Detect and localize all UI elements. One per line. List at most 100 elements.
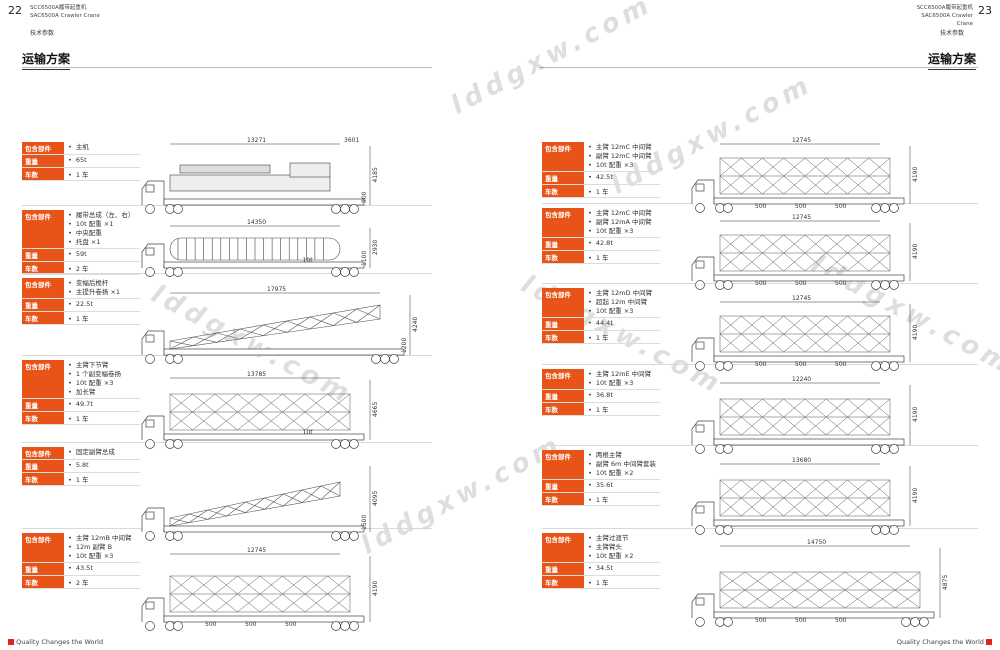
part-item: 主臂 12mE 中间臂 [588, 370, 656, 379]
watermark: lddgxw.com [446, 0, 659, 121]
spec-block-left-2: 包含部件 履带总成（左、右） 10t 配重 ×1 中央配重 托盘 ×1 重量 5… [22, 210, 140, 275]
weight-value: 44.4t [584, 318, 660, 330]
dimension-height: 4190 [912, 488, 919, 503]
vehicles-label: 车数 [22, 168, 64, 180]
vehicles-value: 2 车 [64, 262, 140, 274]
weight-value: 59t [64, 249, 140, 261]
parts-label: 包含部件 [22, 447, 64, 459]
part-item: 固定副臂总成 [68, 448, 136, 457]
parts-label: 包含部件 [22, 360, 64, 398]
vehicles-value: 1 车 [584, 185, 660, 197]
dimension-length: 17975 [267, 286, 286, 293]
header-right: SCC6500A履带起重机 SAC6500A Crawler Crane [905, 4, 973, 28]
truck-drawing [691, 501, 905, 535]
part-item: 副臂 12mA 中间臂 [588, 218, 656, 227]
part-item: 10t 配重 ×2 [588, 552, 656, 561]
subheader-left: 技术参数 [30, 30, 55, 37]
parts-label: 包含部件 [542, 369, 584, 389]
dimension-span: 500 [755, 617, 767, 624]
counterweight-tag: 10t [303, 429, 314, 436]
dimension-ground: 1500 [361, 515, 368, 530]
spec-block-left-3: 包含部件 变幅后桅杆 主提升卷扬 ×1 重量 22.5t 车数 1 车 [22, 278, 140, 325]
dimension-height: 4190 [912, 407, 919, 422]
truck-drawing [141, 597, 365, 631]
part-item: 副臂 12mC 中间臂 [588, 152, 656, 161]
dimension-span: 500 [835, 203, 847, 210]
vehicles-value: 1 车 [64, 168, 140, 180]
divider [542, 528, 978, 529]
footer-text: Quality Changes the World [896, 638, 984, 646]
weight-value: 36.8t [584, 390, 660, 402]
vehicles-label: 车数 [542, 576, 584, 588]
divider [542, 364, 978, 365]
vehicles-value: 1 车 [584, 576, 660, 588]
subheader-right: 技术参数 [940, 30, 965, 37]
part-item: 主臂 12mB 中间臂 [68, 534, 136, 543]
truck-drawing [141, 507, 365, 541]
dimension-ground: 1200 [401, 338, 408, 353]
vehicles-value: 1 车 [584, 331, 660, 343]
weight-label: 重量 [22, 460, 64, 472]
boom-lattice [719, 234, 891, 272]
weight-label: 重量 [22, 249, 64, 261]
weight-label: 重量 [542, 238, 584, 250]
part-item: 10t 配重 ×3 [68, 379, 136, 388]
parts-label: 包含部件 [22, 210, 64, 248]
weight-value: 49.7t [64, 399, 140, 411]
weight-value: 42.8t [584, 238, 660, 250]
boom-lattice [719, 571, 921, 609]
boom-lattice [719, 398, 891, 436]
truck-drawing [691, 256, 905, 290]
dimension-span: 500 [755, 280, 767, 287]
vehicles-label: 车数 [22, 312, 64, 324]
vehicles-value: 1 车 [64, 312, 140, 324]
dimension-lines [720, 301, 911, 362]
dimension-span: 500 [835, 361, 847, 368]
dimension-lines [720, 143, 911, 204]
truck-drawing [691, 593, 935, 627]
dimension-length: 12240 [792, 376, 811, 383]
dimension-span: 500 [795, 361, 807, 368]
divider [22, 442, 432, 443]
boom-lattice [169, 575, 351, 613]
dimension-ground: 1100 [361, 251, 368, 266]
dimension-lines [170, 143, 371, 205]
divider [542, 283, 978, 284]
truck-drawing [141, 180, 365, 214]
truck-drawing [691, 420, 905, 454]
header-title-cn: SCC6500A履带起重机 [30, 5, 87, 11]
vehicles-label: 车数 [542, 185, 584, 197]
dimension-length: 14350 [247, 219, 266, 226]
vehicles-value: 2 车 [64, 576, 140, 588]
parts-label: 包含部件 [22, 533, 64, 562]
part-item: 主臂臂头 [588, 543, 656, 552]
vehicles-label: 车数 [542, 331, 584, 343]
vehicles-label: 车数 [22, 473, 64, 485]
part-item: 主臂下节臂 [68, 361, 136, 370]
part-item: 主臂过渡节 [588, 534, 656, 543]
brand-square-icon [986, 639, 992, 645]
part-item: 履带总成（左、右） [68, 211, 136, 220]
boom-lattice [719, 479, 891, 517]
part-item: 托盘 ×1 [68, 238, 136, 247]
vehicles-value: 1 车 [584, 493, 660, 505]
dimension-span: 500 [285, 621, 297, 628]
part-item: 10t 配重 ×1 [68, 220, 136, 229]
crane-base [169, 162, 331, 192]
dimension-span: 500 [245, 621, 257, 628]
dimension-span: 500 [755, 361, 767, 368]
dimension-length: 12745 [792, 295, 811, 302]
dimension-span: 500 [755, 203, 767, 210]
footer-text: Quality Changes the World [16, 638, 104, 646]
dimension-length: 12745 [247, 547, 266, 554]
part-item: 10t 配重 ×3 [588, 307, 656, 316]
boom-angled [169, 304, 381, 350]
divider [542, 445, 978, 446]
parts-label: 包含部件 [542, 533, 584, 562]
vehicles-label: 车数 [542, 493, 584, 505]
weight-label: 重量 [542, 172, 584, 184]
